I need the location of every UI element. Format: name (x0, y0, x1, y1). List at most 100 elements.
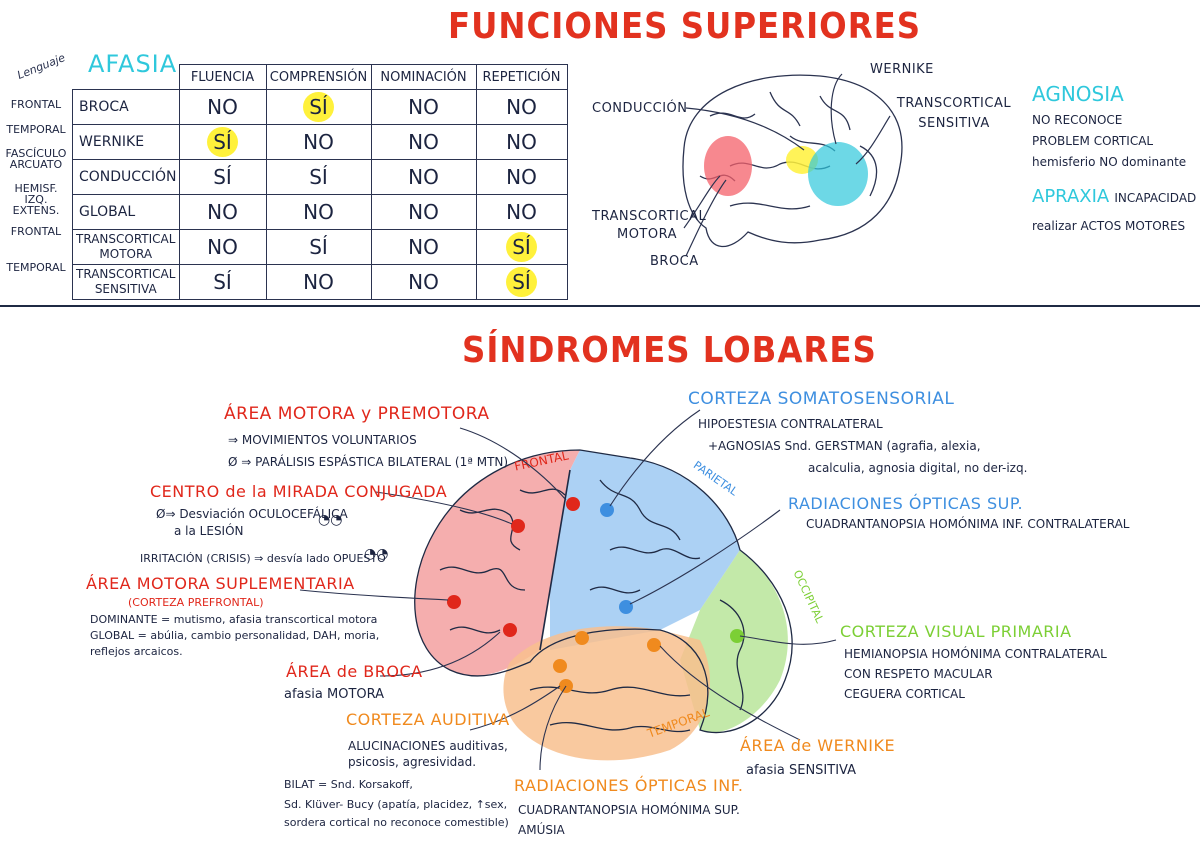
small-brain-diagram (682, 73, 903, 257)
suplementaria-title: ÁREA MOTORA SUPLEMENTARIA (86, 574, 355, 593)
dot-wernike (647, 638, 661, 652)
dot-visual (730, 629, 744, 643)
lobe-area-dots (447, 497, 744, 693)
visual-title: CORTEZA VISUAL PRIMARIA (840, 622, 1072, 641)
auditiva-title: CORTEZA AUDITIVA (346, 710, 510, 729)
table-row: TRANSCORTICAL SENSITIVA SÍ NO NO SÍ (72, 264, 568, 300)
rad-sup-line: CUADRANTANOPSIA HOMÓNIMA INF. CONTRALATE… (806, 517, 1130, 531)
header-nominacion: NOMINACIÓN (370, 64, 477, 90)
mirada-title: CENTRO de la MIRADA CONJUGADA (150, 482, 448, 501)
mirada-line: a la LESIÓN (174, 524, 244, 538)
temporal-lobe (503, 626, 710, 761)
cell: NO (265, 124, 372, 160)
table-row: CONDUCCIÓN SÍ SÍ NO NO (72, 159, 568, 195)
afasia-table: FLUENCIA COMPRENSIÓN NOMINACIÓN REPETICI… (72, 64, 568, 300)
agnosia-line: PROBLEM CORTICAL (1032, 134, 1154, 148)
cell: NO (370, 159, 477, 195)
broca-title: ÁREA de BROCA (286, 662, 423, 681)
suplementaria-subtitle: (CORTEZA PREFRONTAL) (128, 596, 264, 609)
wernike-line: afasia SENSITIVA (746, 763, 856, 778)
cell: NO (265, 264, 372, 300)
cell: SÍ (207, 127, 238, 157)
large-brain-gyri (414, 449, 793, 734)
mirada-line: IRRITACIÓN (CRISIS) ⇒ desvía lado OPUEST… (140, 552, 386, 565)
apraxia-line2: realizar ACTOS MOTORES (1032, 219, 1186, 233)
cell: SÍ (265, 159, 372, 195)
mirada-line: Ø⇒ Desviación OCULOCEFÁLICA (156, 507, 348, 521)
motora-title: ÁREA MOTORA y PREMOTORA (224, 404, 490, 424)
table-row: WERNIKE SÍ NO NO NO (72, 124, 568, 160)
auditiva-line: sordera cortical no reconoce comestible) (284, 816, 509, 829)
bottom-title: SÍNDROMES LOBARES (462, 330, 877, 371)
eyes-icon: ◔◔ (364, 546, 389, 562)
somato-line: +AGNOSIAS Snd. GERSTMAN (agrafia, alexia… (708, 439, 981, 453)
cell: SÍ (506, 232, 537, 262)
visual-line: HEMIANOPSIA HOMÓNIMA CONTRALATERAL (844, 647, 1107, 661)
dot-rad-sup (619, 600, 633, 614)
row-region: FRONTAL (10, 98, 62, 111)
row-region: HEMISF. IZQ. EXTENS. (12, 182, 60, 217)
somato-line: HIPOESTESIA CONTRALATERAL (698, 417, 883, 431)
somato-title: CORTEZA SOMATOSENSORIAL (688, 389, 955, 409)
agnosia-title: AGNOSIA (1032, 82, 1124, 106)
cell: SÍ (178, 159, 267, 195)
label-wernike: WERNIKE (870, 62, 934, 77)
top-title: FUNCIONES SUPERIORES (448, 6, 922, 47)
rad-inf-line: AMÚSIA (518, 823, 565, 837)
auditiva-line: ALUCINACIONES auditivas, (348, 739, 508, 753)
table-row: BROCA NO SÍ NO NO (72, 89, 568, 125)
cell: NO (370, 124, 477, 160)
wernike-area-highlight (808, 142, 868, 206)
dot-auditiva-2 (553, 659, 567, 673)
dot-suplementaria (447, 595, 461, 609)
small-brain-arrows (683, 73, 891, 257)
wernike-title: ÁREA de WERNIKE (740, 736, 896, 755)
auditiva-line: Sd. Klüver- Bucy (apatía, placidez, ↑sex… (284, 798, 508, 811)
row-name: WERNIKE (72, 124, 180, 160)
dot-somato (600, 503, 614, 517)
rad-inf-title: RADIACIONES ÓPTICAS INF. (514, 776, 744, 795)
dot-mirada (511, 519, 525, 533)
rad-sup-title: RADIACIONES ÓPTICAS SUP. (788, 494, 1024, 513)
row-name: TRANSCORTICAL MOTORA (72, 229, 180, 265)
row-region: TEMPORAL (6, 123, 66, 136)
suplementaria-line: reflejos arcaicos. (90, 645, 183, 658)
row-region: FRONTAL (10, 225, 62, 238)
apraxia-block: APRAXIA INCAPACIDAD (1032, 186, 1196, 207)
apraxia-desc: INCAPACIDAD (1114, 191, 1197, 205)
cell: SÍ (506, 267, 537, 297)
section-divider (0, 305, 1200, 307)
cell: NO (370, 264, 477, 300)
label-conduccion: CONDUCCIÓN (592, 101, 688, 116)
visual-line: CON RESPETO MACULAR (844, 667, 993, 681)
row-name: BROCA (72, 89, 180, 125)
cell: SÍ (178, 264, 267, 300)
visual-line: CEGUERA CORTICAL (844, 687, 965, 701)
agnosia-line: hemisferio NO dominante (1032, 155, 1187, 169)
cell: NO (475, 124, 568, 160)
parietal-lobe (550, 450, 740, 650)
agnosia-line: NO RECONOCE (1032, 113, 1123, 127)
cell: NO (178, 89, 267, 125)
table-row: GLOBAL NO NO NO NO (72, 194, 568, 230)
cell: SÍ (303, 92, 334, 122)
apraxia-title: APRAXIA (1032, 186, 1110, 207)
motora-line: ⇒ MOVIMIENTOS VOLUNTARIOS (228, 433, 417, 447)
dot-auditiva-1 (575, 631, 589, 645)
suplementaria-line: GLOBAL = abúlia, cambio personalidad, DA… (90, 629, 380, 642)
dot-motora (566, 497, 580, 511)
broca-line: afasia MOTORA (284, 687, 385, 702)
agnosia-list: NO RECONOCE PROBLEM CORTICAL hemisferio … (1032, 110, 1186, 173)
auditiva-line: psicosis, agresividad. (348, 755, 477, 769)
label-tc-sensitiva: TRANSCORTICAL SENSITIVA (896, 96, 1012, 131)
row-region: FASCÍCULO ARCUATO (5, 147, 67, 171)
cell: NO (370, 89, 477, 125)
dot-broca (503, 623, 517, 637)
suplementaria-line: DOMINANTE = mutismo, afasia transcortica… (90, 613, 378, 626)
label-broca: BROCA (650, 254, 699, 269)
label-tc-motora: TRANSCORTICAL MOTORA (592, 209, 707, 242)
motora-line: Ø ⇒ PARÁLISIS ESPÁSTICA BILATERAL (1ª MT… (228, 455, 509, 469)
somato-line: acalculia, agnosia digital, no der-izq. (808, 461, 1028, 475)
auditiva-line: BILAT = Snd. Korsakoff, (284, 778, 413, 791)
